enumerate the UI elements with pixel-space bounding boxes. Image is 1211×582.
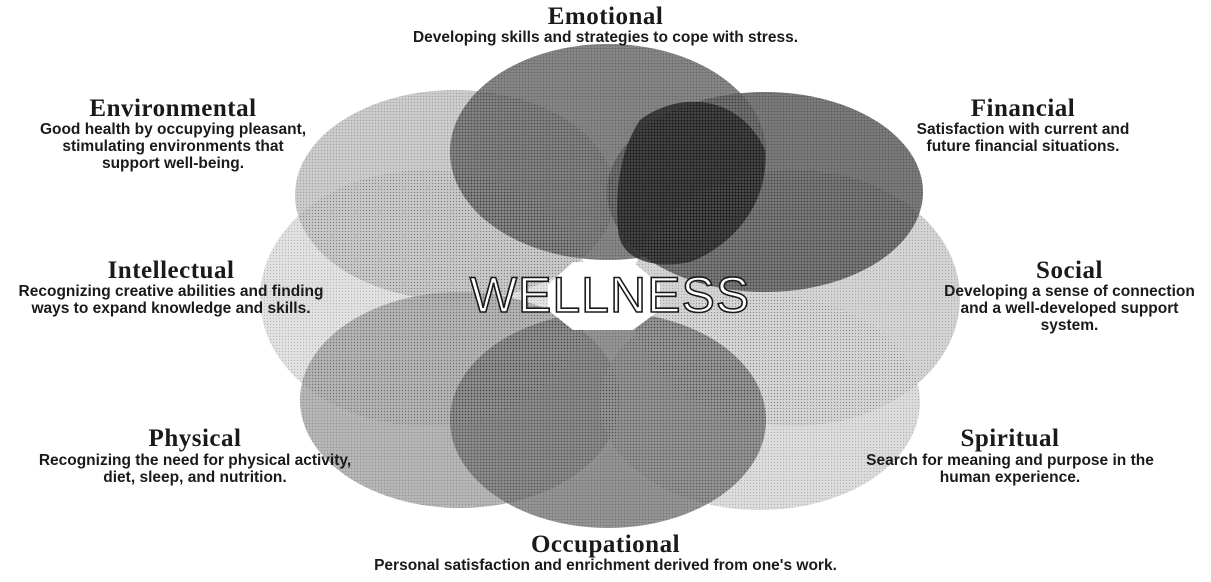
financial-description: Satisfaction with current and future fin… — [858, 122, 1188, 155]
emotional-dimension: Emotional Developing skills and strategi… — [300, 4, 911, 47]
occupational-title: Occupational — [200, 532, 1011, 558]
environmental-dimension: Environmental Good health by occupying p… — [8, 96, 338, 172]
environmental-description: Good health by occupying pleasant, stimu… — [8, 122, 338, 172]
spiritual-dimension: Spiritual Search for meaning and purpose… — [820, 426, 1200, 486]
intellectual-title: Intellectual — [4, 258, 338, 284]
intellectual-dimension: Intellectual Recognizing creative abilit… — [4, 258, 338, 318]
intellectual-description: Recognizing creative abilities and findi… — [4, 284, 338, 317]
environmental-title: Environmental — [8, 96, 338, 122]
physical-title: Physical — [4, 426, 386, 452]
physical-dimension: Physical Recognizing the need for physic… — [4, 426, 386, 486]
spiritual-description: Search for meaning and purpose in the hu… — [820, 452, 1200, 486]
financial-dimension: Financial Satisfaction with current and … — [858, 96, 1188, 156]
emotional-petal-texture — [450, 44, 766, 260]
emotional-title: Emotional — [300, 4, 911, 30]
spiritual-title: Spiritual — [820, 426, 1200, 452]
social-title: Social — [928, 258, 1211, 284]
social-dimension: Social Developing a sense of connection … — [928, 258, 1211, 334]
social-description: Developing a sense of connection and a w… — [928, 284, 1211, 334]
occupational-petal-texture — [450, 312, 766, 528]
physical-description: Recognizing the need for physical activi… — [4, 452, 386, 486]
center-wellness-label: WELLNESS — [470, 267, 750, 323]
occupational-dimension: Occupational Personal satisfaction and e… — [200, 532, 1011, 575]
occupational-description: Personal satisfaction and enrichment der… — [200, 558, 1011, 575]
financial-title: Financial — [858, 96, 1188, 122]
emotional-description: Developing skills and strategies to cope… — [300, 30, 911, 47]
